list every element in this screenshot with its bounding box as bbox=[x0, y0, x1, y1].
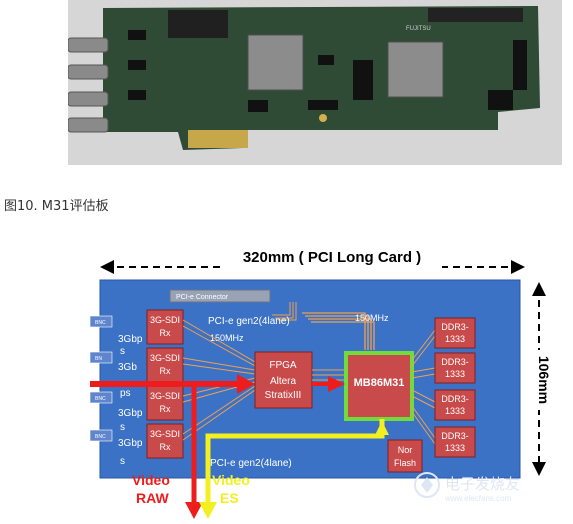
sdi-rx-3-title: 3G-SDI bbox=[150, 391, 180, 401]
rate-label-4b: s bbox=[120, 456, 125, 467]
rate-label-2b: ps bbox=[120, 388, 131, 399]
raw-to-chip-arrow-icon bbox=[328, 376, 345, 392]
nor-flash-label-2: Flash bbox=[394, 458, 416, 468]
pcie-connector-label: PCI-e Connector bbox=[176, 294, 229, 301]
rate-label-4a: 3Gbp bbox=[118, 438, 143, 449]
width-arrow-left-icon bbox=[100, 260, 114, 274]
rate-label-2a: 3Gb bbox=[118, 362, 137, 373]
sdi-rx-1-title: 3G-SDI bbox=[150, 315, 180, 325]
sdi-rx-blocks: 3G-SDI Rx 3G-SDI Rx 3G-SDI Rx 3G-SDI Rx bbox=[146, 309, 184, 459]
es-arrow-down-icon bbox=[199, 502, 217, 519]
bnc-connectors: BNC BN BNC BNC bbox=[89, 315, 113, 442]
height-dimension-label: 106mm bbox=[536, 356, 552, 404]
block-diagram-svg: 320mm ( PCI Long Card ) 106mm PCI-e Conn… bbox=[89, 246, 552, 519]
fpga-label-2: Altera bbox=[270, 376, 297, 387]
clk-right-label: 150MHz bbox=[355, 313, 389, 323]
pcie-top-traces bbox=[272, 302, 297, 321]
chip-label: MB86M31 bbox=[354, 377, 405, 389]
watermark-logo: 电子发烧友 www.elecfans.com bbox=[414, 472, 520, 503]
width-arrow-right-icon bbox=[511, 260, 525, 274]
pcie-connector bbox=[169, 289, 271, 303]
sdi-rx-4-sub: Rx bbox=[160, 442, 171, 452]
bnc-label-4: BNC bbox=[95, 434, 106, 440]
ddr-4-a: DDR3- bbox=[441, 431, 469, 441]
sdi-rx-3-sub: Rx bbox=[160, 404, 171, 414]
height-arrow-up-icon bbox=[532, 282, 546, 296]
rate-label-3a: 3Gbp bbox=[118, 408, 143, 419]
mb86m31-chip bbox=[344, 351, 414, 421]
ddr-1-a: DDR3- bbox=[441, 322, 469, 332]
rate-label-1b: s bbox=[120, 346, 125, 357]
ddr-2-a: DDR3- bbox=[441, 357, 469, 367]
fpga-label-1: FPGA bbox=[269, 360, 297, 371]
ddr-1-b: 1333 bbox=[445, 334, 465, 344]
board-photo: FUJITSU bbox=[67, 0, 562, 165]
board-photo-image: FUJITSU bbox=[67, 0, 562, 165]
sdi-rx-2-title: 3G-SDI bbox=[150, 353, 180, 363]
figure-caption: 图10. M31评估板 bbox=[4, 199, 109, 214]
bnc-label-3: BNC bbox=[95, 396, 106, 402]
raw-arrow-down-icon bbox=[185, 502, 203, 519]
width-dimension-label: 320mm ( PCI Long Card ) bbox=[243, 249, 421, 266]
fpga-to-chip-traces bbox=[302, 312, 375, 350]
watermark-text: 电子发烧友 bbox=[445, 476, 520, 493]
bnc-label-2: BN bbox=[95, 356, 102, 362]
raw-arrow-head-icon bbox=[237, 374, 255, 394]
sdi-rx-4-title: 3G-SDI bbox=[150, 429, 180, 439]
pcie-bottom-label: PCI-e gen2(4lane) bbox=[210, 458, 292, 469]
bnc-label-1: BNC bbox=[95, 320, 106, 326]
fpga-label-3: StratixIII bbox=[265, 390, 302, 401]
chip-ddr-traces bbox=[411, 329, 436, 445]
block-diagram: 320mm ( PCI Long Card ) 106mm PCI-e Conn… bbox=[89, 240, 573, 519]
video-es-label-1: Video bbox=[212, 472, 250, 488]
ddr-3-a: DDR3- bbox=[441, 394, 469, 404]
video-raw-label-2: RAW bbox=[136, 490, 169, 506]
height-arrow-down-icon bbox=[532, 462, 546, 476]
svg-text:FUJITSU: FUJITSU bbox=[406, 26, 431, 32]
nor-flash-block bbox=[387, 439, 423, 473]
rate-label-1a: 3Gbp bbox=[118, 334, 143, 345]
ddr-blocks: DDR3- 1333 DDR3- 1333 DDR3- 1333 DDR3- 1… bbox=[434, 317, 476, 458]
watermark: 电子发烧友 www.elecfans.com bbox=[413, 467, 563, 511]
ddr-2-b: 1333 bbox=[445, 369, 465, 379]
pcie-top-label: PCI-e gen2(4lane) bbox=[208, 316, 290, 327]
video-es-label-2: ES bbox=[220, 490, 239, 506]
ddr-3-b: 1333 bbox=[445, 406, 465, 416]
fpga-block bbox=[254, 351, 313, 409]
rate-label-3b: s bbox=[120, 422, 125, 433]
video-raw-label-1: Video bbox=[132, 472, 170, 488]
watermark-url: www.elecfans.com bbox=[444, 494, 512, 503]
sdi-rx-2-sub: Rx bbox=[160, 366, 171, 376]
nor-flash-label-1: Nor bbox=[398, 445, 413, 455]
clk-left-label: 150MHz bbox=[210, 333, 244, 343]
sdi-rx-1-sub: Rx bbox=[160, 328, 171, 338]
ddr-4-b: 1333 bbox=[445, 443, 465, 453]
es-arrow-up-icon bbox=[375, 421, 389, 435]
